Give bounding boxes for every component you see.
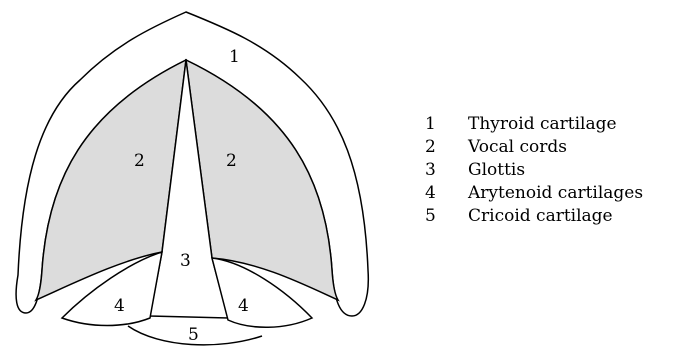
label-vocal-cord-left: 2 (134, 151, 145, 171)
legend-label: Cricoid cartilage (468, 205, 613, 228)
legend-number: 3 (421, 159, 468, 182)
legend-number: 5 (421, 205, 468, 228)
legend-label: Thyroid cartilage (468, 113, 617, 136)
legend-number: 1 (421, 113, 468, 136)
legend-item-thyroid: 1 Thyroid cartilage (421, 113, 643, 136)
label-cricoid: 5 (188, 325, 199, 345)
legend-item-glottis: 3 Glottis (421, 159, 643, 182)
legend-item-arytenoid: 4 Arytenoid cartilages (421, 182, 643, 205)
label-thyroid: 1 (229, 47, 240, 67)
legend-item-vocal-cords: 2 Vocal cords (421, 136, 643, 159)
legend-item-cricoid: 5 Cricoid cartilage (421, 205, 643, 228)
label-glottis: 3 (180, 251, 191, 271)
legend: 1 Thyroid cartilage 2 Vocal cords 3 Glot… (421, 113, 643, 228)
legend-label: Glottis (468, 159, 525, 182)
label-arytenoid-left: 4 (114, 296, 125, 316)
label-vocal-cord-right: 2 (226, 151, 237, 171)
legend-label: Vocal cords (468, 136, 567, 159)
label-arytenoid-right: 4 (238, 296, 249, 316)
legend-number: 4 (421, 182, 468, 205)
legend-label: Arytenoid cartilages (468, 182, 643, 205)
legend-number: 2 (421, 136, 468, 159)
